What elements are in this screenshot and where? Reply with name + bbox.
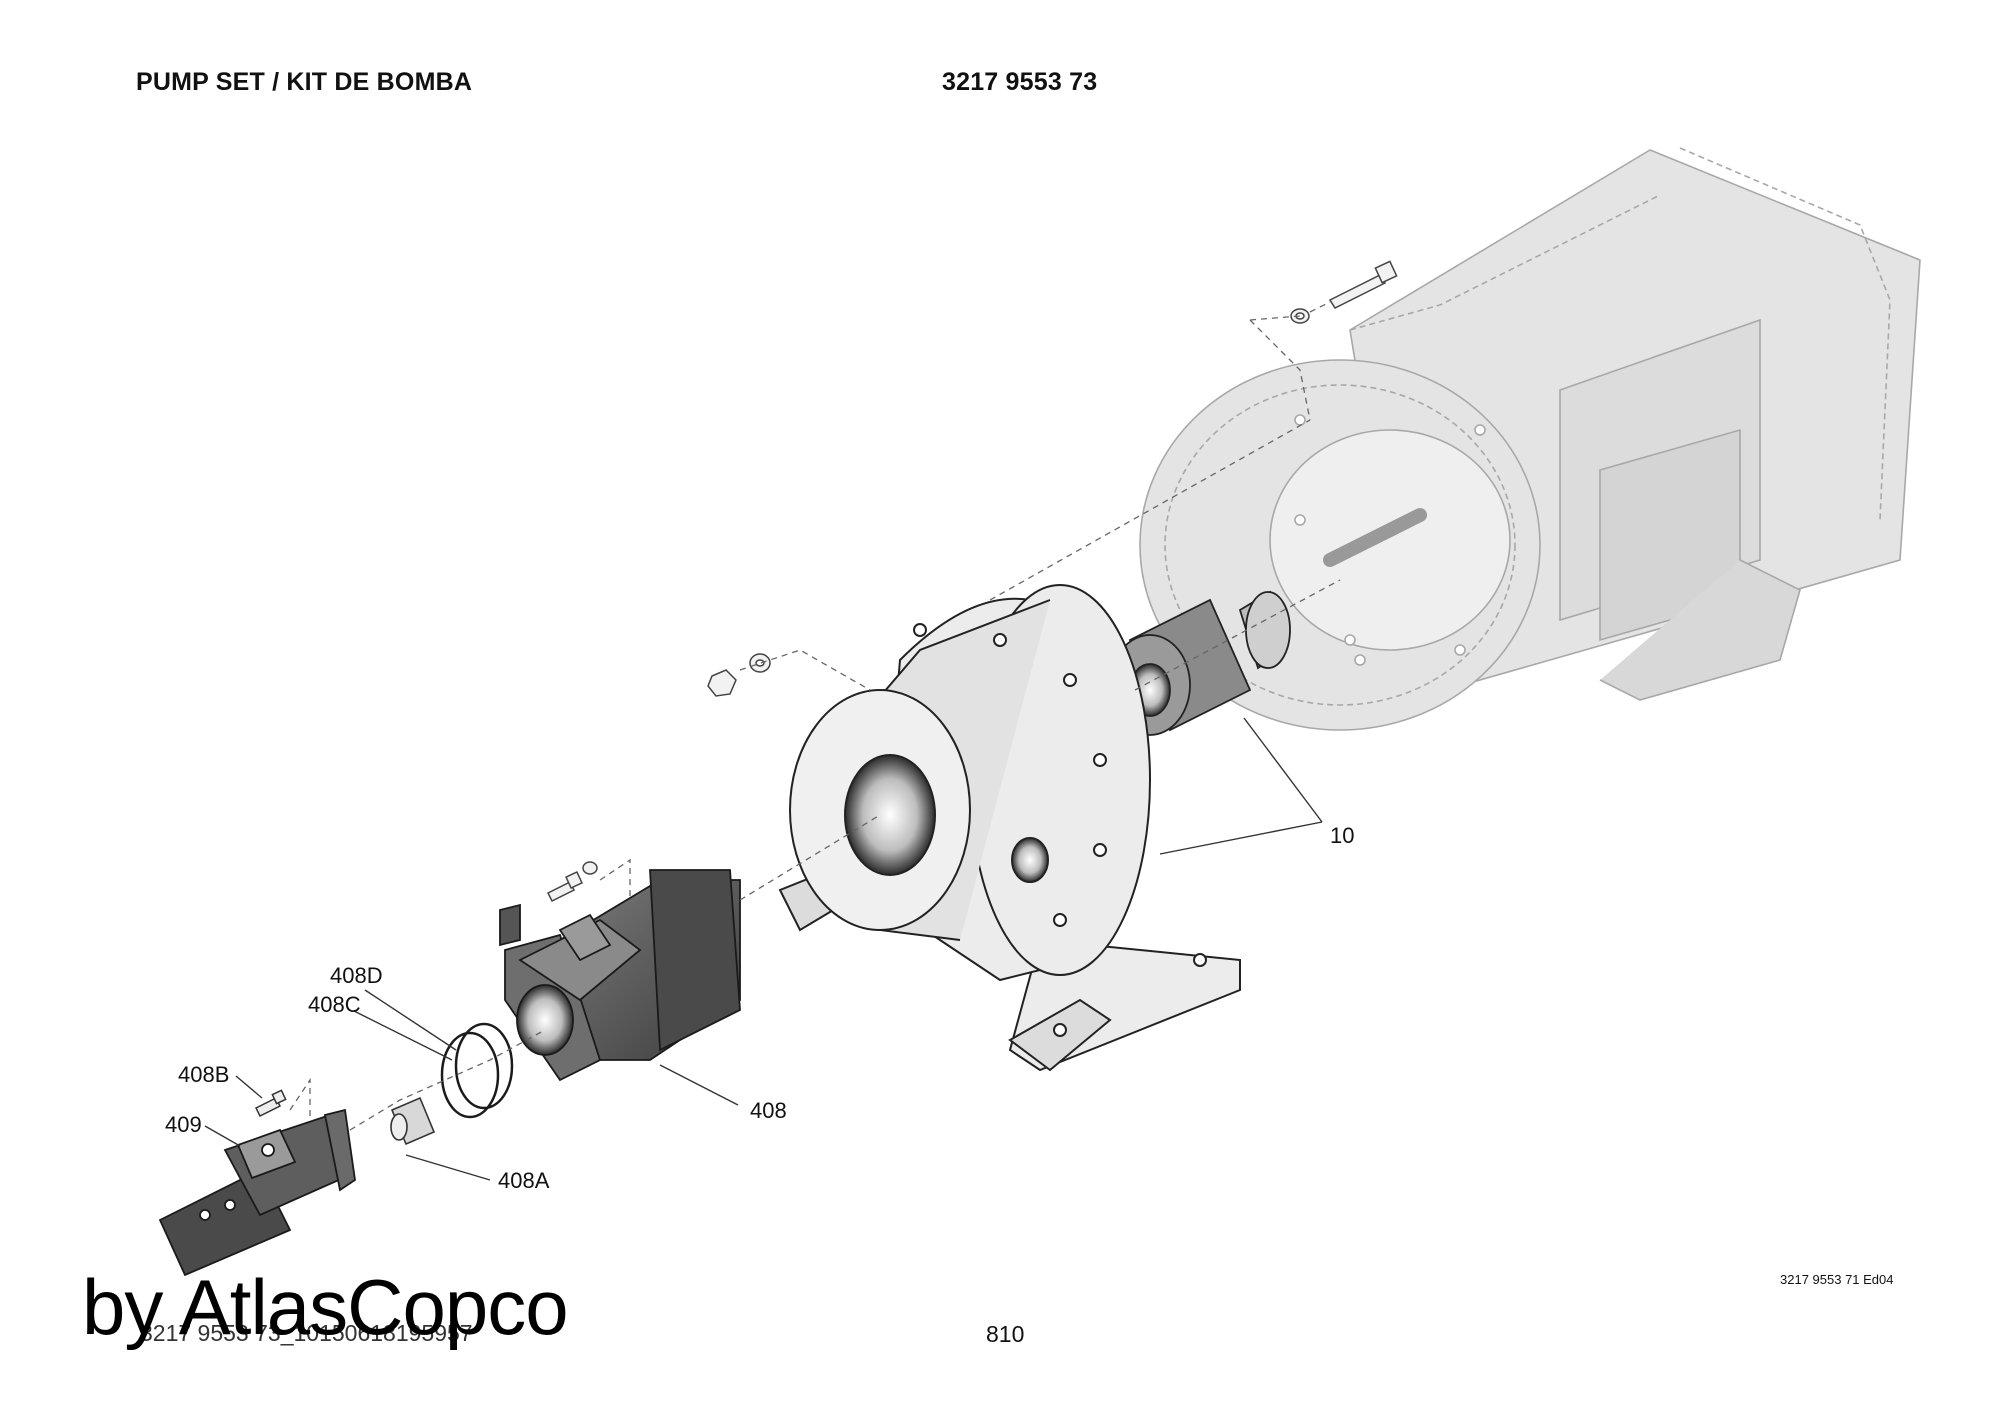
page-number: 810 (986, 1321, 1025, 1347)
screw-408b (254, 1089, 287, 1118)
callout-408: 408 (750, 1098, 787, 1123)
motor-bolt (1290, 260, 1398, 324)
callout-408c: 408C (308, 992, 361, 1017)
assembly-axes (289, 301, 1341, 1131)
pump-bolt (546, 861, 598, 903)
edition-label: 3217 9553 71 Ed04 (1780, 1272, 1894, 1287)
callout-408d: 408D (330, 963, 383, 988)
sleeve-408a (390, 1096, 436, 1146)
o-rings (440, 1022, 514, 1119)
housing-fasteners (707, 653, 771, 697)
callout-409: 409 (165, 1112, 202, 1137)
drawing-code: 3217 9553 73_10150618195957 (140, 1320, 473, 1346)
watermark: by AtlasCopco (82, 1263, 569, 1351)
bell-housing (778, 584, 1241, 1072)
page-title: PUMP SET / KIT DE BOMBA (136, 68, 473, 96)
hydraulic-pump (499, 869, 741, 1082)
leader-lines (204, 717, 1323, 1181)
callout-408a: 408A (498, 1168, 550, 1193)
part-number: 3217 9553 73 (942, 68, 1098, 96)
callout-408b: 408B (178, 1062, 229, 1087)
callout-10: 10 (1330, 823, 1354, 848)
coupling (1109, 590, 1291, 736)
valve-409 (158, 1108, 356, 1277)
electric-motor (1139, 147, 1921, 731)
